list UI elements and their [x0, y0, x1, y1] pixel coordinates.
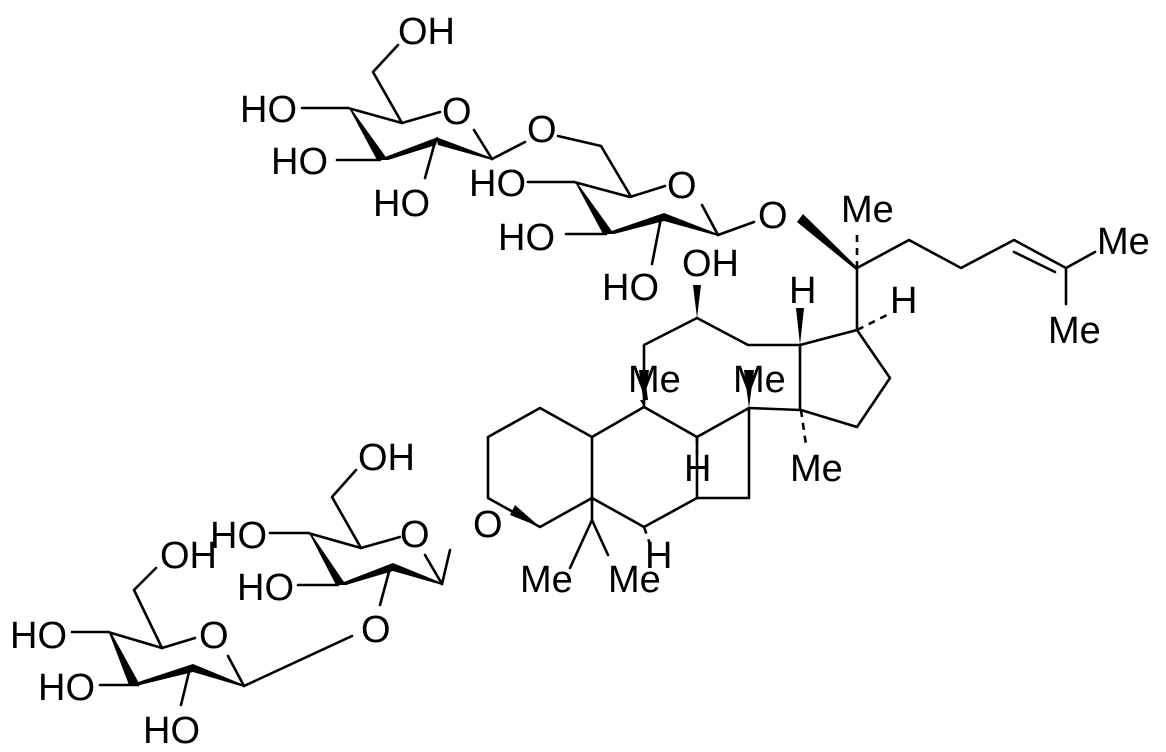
tail-me2-label: Me: [1048, 310, 1101, 352]
bottom-glucose-terminal: [70, 566, 354, 707]
c5-h-label: H: [645, 535, 672, 577]
top-glucose-ch2oh-label: OH: [398, 11, 455, 53]
bottom-link-o-label: O: [361, 609, 391, 651]
c4-me1-label: Me: [520, 559, 573, 601]
top-glucose2-ring-o-label: O: [667, 165, 697, 207]
c13-h-label: H: [789, 270, 816, 312]
c9-h-label: H: [684, 448, 711, 490]
top-glucose-ho2-label: HO: [373, 183, 430, 225]
bottom-glucose1-ring-o-label: O: [400, 514, 430, 556]
steroid-core: [486, 285, 892, 570]
top-link-o-label: O: [527, 109, 557, 151]
bottom-glucose2-ho4-label: HO: [10, 615, 67, 657]
top-glucose2-ho4-label: HO: [469, 163, 526, 205]
c10-me-label: Me: [628, 359, 681, 401]
top-glucose2-ho2-label: HO: [602, 267, 659, 309]
c4-me2-label: Me: [608, 559, 661, 601]
c8-me-label: Me: [733, 359, 786, 401]
c3-o-label: O: [473, 504, 503, 546]
top-glucose-terminal: [300, 43, 527, 180]
c12-oh-label: OH: [682, 243, 739, 285]
bottom-glucose1-ho4-label: HO: [210, 515, 267, 557]
bottom-glucose2-ch2oh-label: OH: [160, 535, 217, 577]
bottom-glucose2-ho2-label: HO: [143, 710, 200, 752]
c20-me-label: Me: [841, 189, 894, 231]
top-glucose-inner: [526, 134, 756, 266]
side-chain: [797, 214, 1097, 332]
c14-me-label: Me: [790, 448, 843, 490]
bottom-glucose1-ho3-label: HO: [237, 567, 294, 609]
c20-o-label: O: [758, 195, 788, 237]
top-glucose2-ho3-label: HO: [498, 217, 555, 259]
bottom-glucose2-ring-o-label: O: [199, 615, 229, 657]
top-glucose-ho3-label: HO: [271, 141, 328, 183]
bottom-glucose1-ch2oh-label: OH: [358, 437, 415, 479]
top-glucose-ho4-label: HO: [240, 89, 297, 131]
top-glucose-ring-o-label: O: [442, 91, 472, 133]
bottom-glucose2-ho3-label: HO: [38, 667, 95, 709]
bottom-glucose-inner: [268, 468, 452, 607]
tail-me1-label: Me: [1097, 221, 1150, 263]
c17-h-label: H: [890, 280, 917, 322]
